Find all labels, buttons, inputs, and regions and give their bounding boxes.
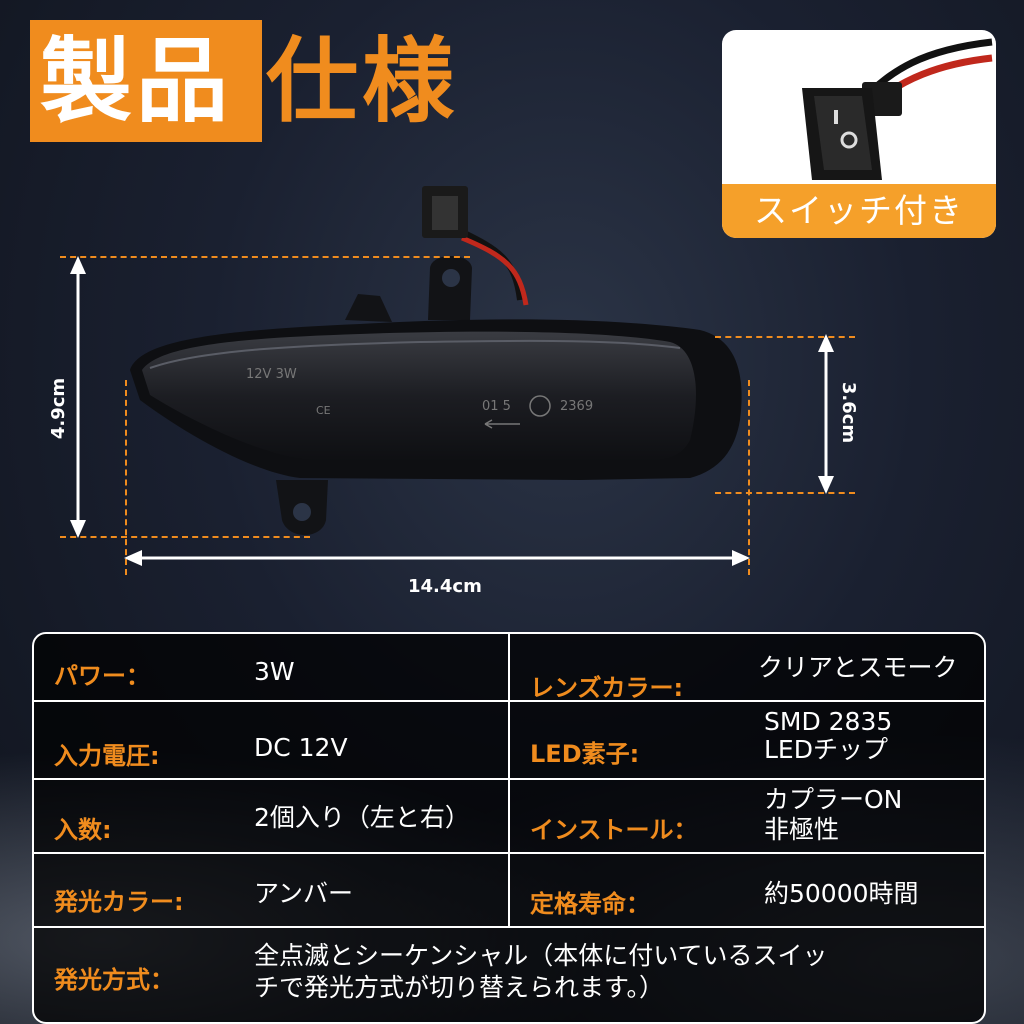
spec-lens-color-value: クリアとスモーク <box>758 653 958 682</box>
spec-lifetime-value: 約50000時間 <box>764 879 919 908</box>
spec-quantity-label: 入数: <box>54 816 112 844</box>
spec-row-divider <box>34 700 984 702</box>
lens-marking-number: 2369 <box>560 399 593 414</box>
turn-signal-product-image: 12V 3W CE 01 5 2369 <box>130 186 742 535</box>
spec-led-element-label: LED素子: <box>530 740 640 768</box>
dim-height-right-label: 3.6cm <box>838 381 860 444</box>
dim-guide-right <box>748 380 750 575</box>
spec-row-divider <box>34 852 984 854</box>
spec-light-color-value: アンバー <box>254 879 354 908</box>
spec-table: パワー： 3W レンズカラー: クリアとスモーク 入力電圧: DC 12V LE… <box>32 632 986 1024</box>
lens-marking-code: 01 5 <box>482 399 511 414</box>
page-title-part2: 仕様 <box>266 28 459 135</box>
spec-input-voltage-label: 入力電圧: <box>54 742 160 770</box>
title-highlight <box>30 20 262 142</box>
lens-marking-ce: CE <box>316 404 331 417</box>
switch-badge-label: スイッチ付き <box>722 184 996 238</box>
spec-row-divider <box>34 926 984 928</box>
dim-width-label: 14.4cm <box>408 576 482 597</box>
dim-guide-bottom <box>60 536 310 538</box>
spec-install-value-1: カプラーON <box>764 785 903 814</box>
spec-row-divider <box>34 778 984 780</box>
spec-light-color-label: 発光カラー: <box>54 888 184 916</box>
spec-install-value-2: 非極性 <box>764 815 840 844</box>
switch-badge-card: スイッチ付き <box>722 30 996 238</box>
dimension-arrows <box>0 0 1024 620</box>
dim-guide-left <box>125 380 127 575</box>
spec-power-value: 3W <box>254 657 295 686</box>
spec-light-mode-label: 発光方式： <box>54 966 174 994</box>
dim-guide-right-bottom <box>715 492 855 494</box>
dim-guide-right-top <box>715 336 855 338</box>
spec-power-label: パワー： <box>54 662 150 690</box>
spec-install-label: インストール： <box>530 816 698 844</box>
spec-lens-color-label: レンズカラー: <box>530 674 684 702</box>
dim-height-label: 4.9cm <box>48 377 70 440</box>
spec-quantity-value: 2個入り（左と右） <box>254 803 470 832</box>
page-title-part1: 製品 <box>40 28 233 135</box>
lens-marking-voltage: 12V 3W <box>246 367 297 382</box>
switch-photo <box>802 38 993 180</box>
spec-led-element-value-1: SMD 2835 <box>764 707 893 736</box>
spec-divider <box>508 634 510 926</box>
spec-lifetime-label: 定格寿命： <box>530 890 650 918</box>
spec-led-element-value-2: LEDチップ <box>764 735 888 764</box>
spec-input-voltage-value: DC 12V <box>254 733 348 762</box>
spec-light-mode-value-2: チで発光方式が切り替えられます。） <box>254 973 665 1002</box>
dim-guide-top <box>60 256 470 258</box>
spec-light-mode-value-1: 全点滅とシーケンシャル（本体に付いているスイッ <box>254 941 828 970</box>
